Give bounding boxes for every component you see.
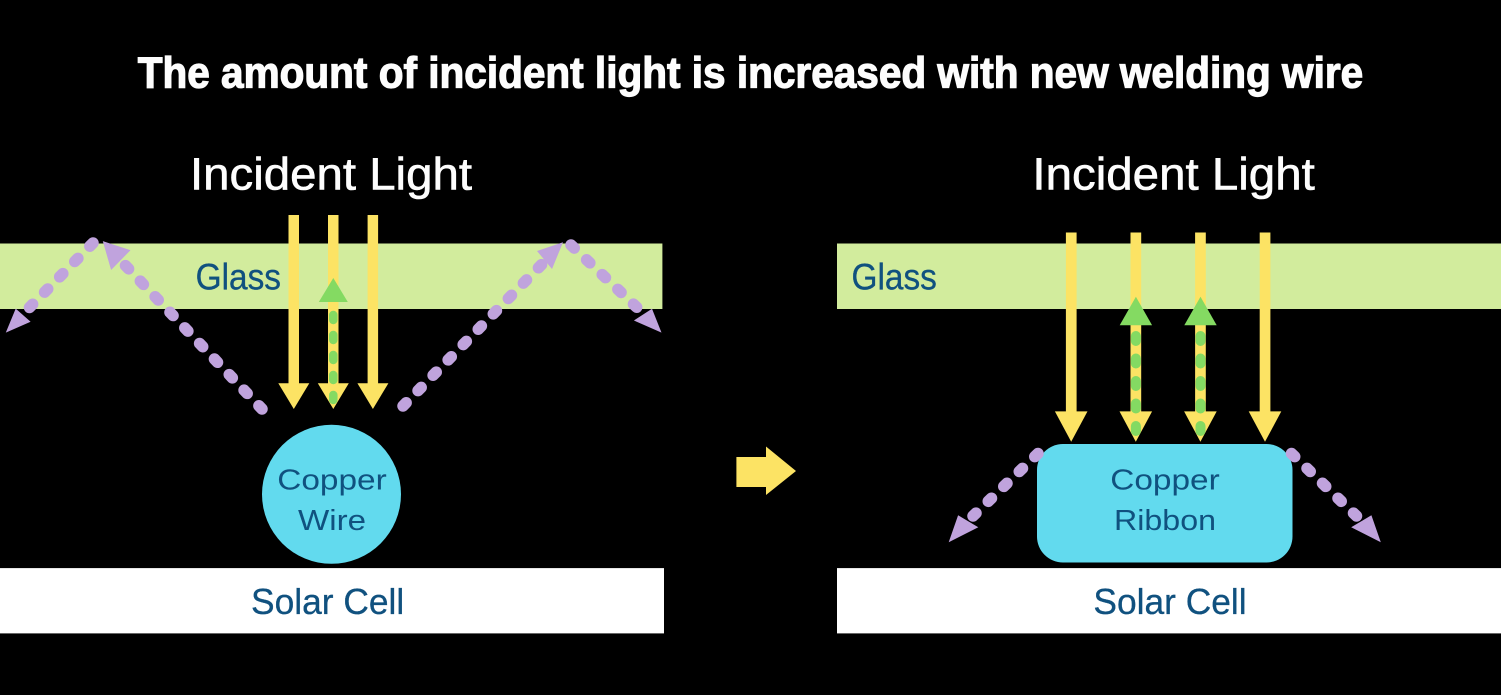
svg-text:Glass: Glass: [852, 257, 937, 298]
svg-text:Incident Light: Incident Light: [1032, 148, 1315, 199]
svg-text:Wire: Wire: [298, 505, 366, 537]
svg-text:The amount of incident light i: The amount of incident light is increase…: [138, 50, 1364, 98]
svg-text:Incident Light: Incident Light: [190, 148, 472, 199]
svg-text:Glass: Glass: [196, 257, 281, 298]
svg-text:Ribbon: Ribbon: [1114, 505, 1216, 537]
svg-text:Solar Cell: Solar Cell: [1093, 581, 1246, 622]
svg-text:Copper: Copper: [1110, 465, 1220, 497]
svg-text:Copper: Copper: [277, 465, 387, 497]
svg-text:Solar Cell: Solar Cell: [251, 581, 404, 622]
